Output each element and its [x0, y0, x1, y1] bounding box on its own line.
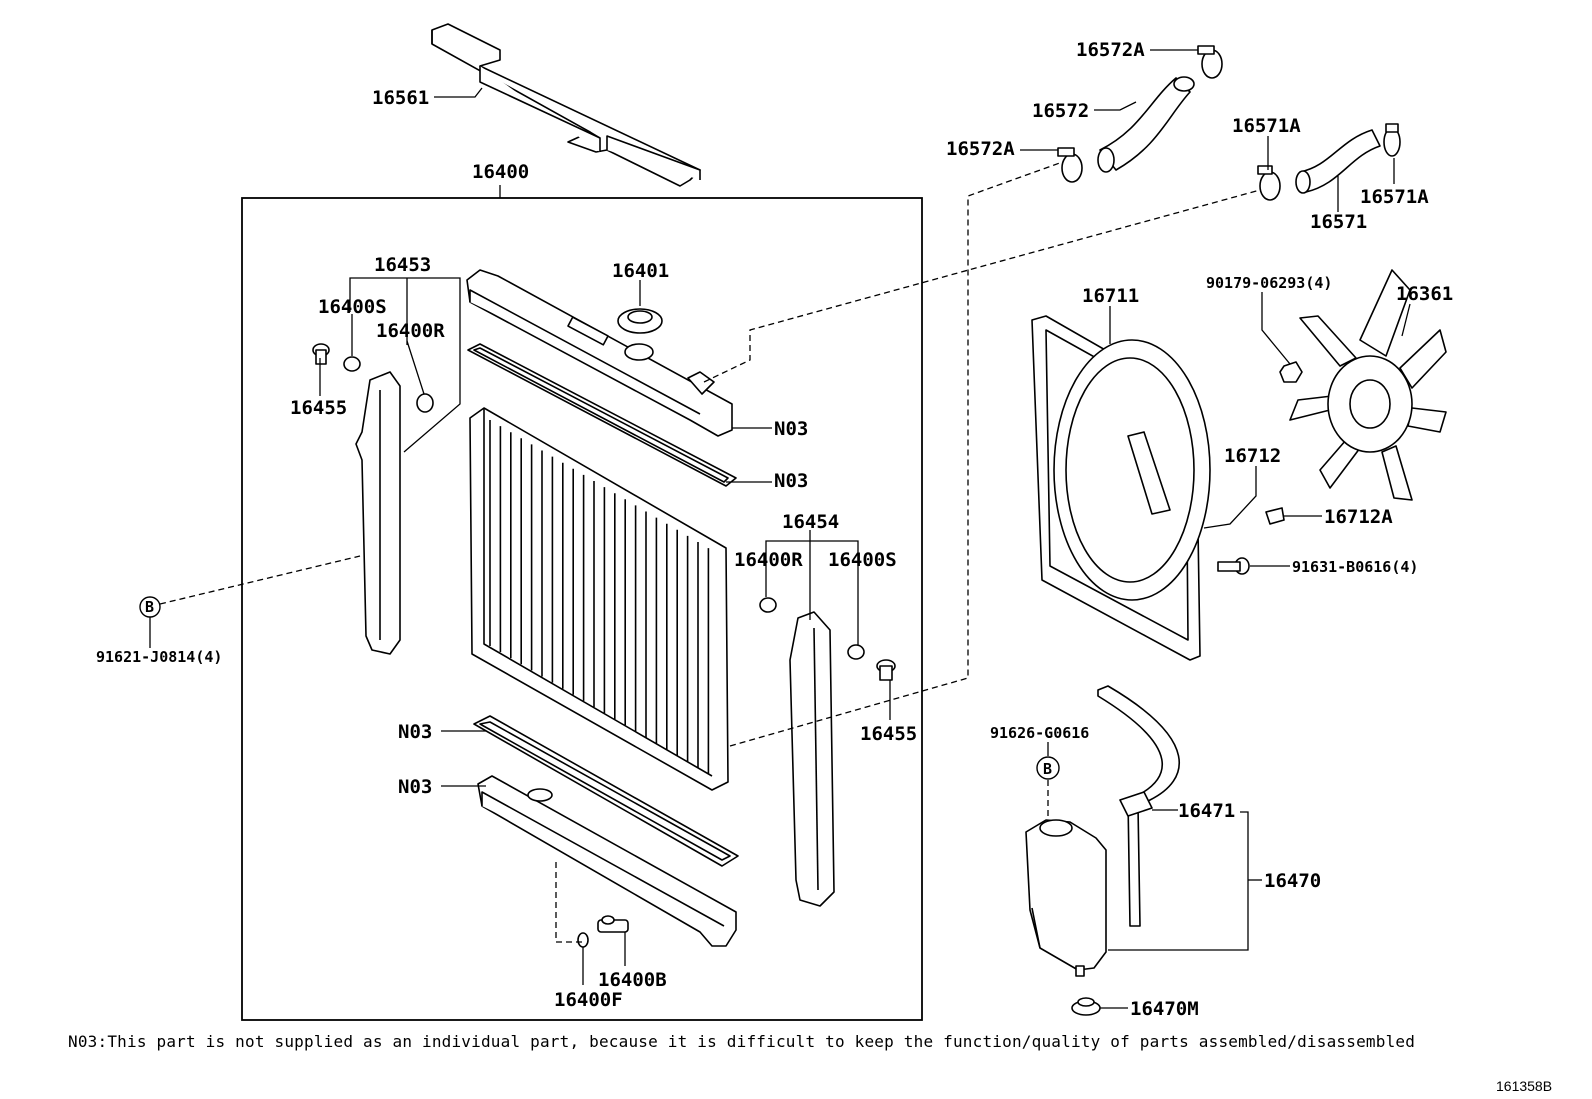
label-16561: 16561 — [372, 87, 429, 109]
label-91621: 91621-J0814(4) — [96, 648, 222, 666]
label-16455-left: 16455 — [290, 397, 347, 419]
o-ring-16400F — [577, 932, 589, 948]
label-16400R-right: 16400R — [734, 549, 803, 571]
upper-hose-16572 — [1097, 76, 1195, 173]
label-16572: 16572 — [1032, 100, 1089, 122]
clip-16712A — [1265, 507, 1285, 525]
clamp-16572A-left — [1057, 147, 1083, 183]
label-16470: 16470 — [1264, 870, 1321, 892]
cooling-fan-16361 — [1289, 269, 1447, 501]
clamp-16572A-top — [1197, 45, 1223, 79]
label-N03-upper-tank: N03 — [774, 418, 808, 440]
upper-gasket — [467, 343, 737, 487]
lower-tank — [477, 775, 737, 947]
label-16400: 16400 — [472, 161, 529, 183]
label-90179: 90179-06293(4) — [1206, 274, 1332, 292]
bolt-16455-left — [312, 343, 330, 365]
left-side-support — [355, 371, 401, 655]
label-16471: 16471 — [1178, 800, 1235, 822]
radiator-core — [469, 407, 729, 791]
lower-hose-16571 — [1295, 129, 1381, 194]
nut-90179 — [1279, 361, 1303, 383]
cushion-16400S-right — [847, 644, 865, 660]
label-16361: 16361 — [1396, 283, 1453, 305]
reservoir-tank — [1025, 819, 1107, 977]
label-16571A-top: 16571A — [1232, 115, 1301, 137]
label-16572A-top: 16572A — [1076, 39, 1145, 61]
label-N03-lower-gasket: N03 — [398, 721, 432, 743]
figure-id: 161358B — [1496, 1078, 1553, 1094]
clamp-16571A-right — [1383, 123, 1401, 157]
label-16400S-right: 16400S — [828, 549, 897, 571]
label-16712: 16712 — [1224, 445, 1281, 467]
label-16712A: 16712A — [1324, 506, 1393, 528]
label-91631: 91631-B0616(4) — [1292, 558, 1418, 576]
seal-bar-16561 — [431, 23, 701, 187]
assembly-frame-16400 — [241, 197, 923, 1021]
reference-b-right — [1036, 756, 1060, 780]
label-16454: 16454 — [782, 511, 839, 533]
label-16400S-left: 16400S — [318, 296, 387, 318]
label-16453: 16453 — [374, 254, 431, 276]
lower-gasket — [473, 715, 739, 867]
clamp-16571A-left — [1257, 165, 1281, 201]
label-16711: 16711 — [1082, 285, 1139, 307]
bolt-16455-right — [876, 659, 896, 681]
label-16571: 16571 — [1310, 211, 1367, 233]
label-16401: 16401 — [612, 260, 669, 282]
label-N03-upper-gasket: N03 — [774, 470, 808, 492]
cushion-16400R-left — [416, 393, 434, 413]
callout-b-right: B — [1043, 760, 1052, 778]
label-91626: 91626-G0616 — [990, 724, 1089, 742]
cap-16470M — [1071, 997, 1101, 1016]
label-16455-right: 16455 — [860, 723, 917, 745]
label-16571A-right: 16571A — [1360, 186, 1429, 208]
fan-shroud-16711 — [1031, 315, 1211, 661]
drain-cock-16400B — [597, 915, 629, 933]
reservoir-hose-16471 — [1097, 685, 1181, 927]
radiator-cap-16401 — [617, 308, 663, 334]
label-16400R-left: 16400R — [376, 320, 445, 342]
label-16572A-left: 16572A — [946, 138, 1015, 160]
label-16400F: 16400F — [554, 989, 623, 1011]
label-N03-lower-tank: N03 — [398, 776, 432, 798]
label-16400B: 16400B — [598, 969, 667, 991]
cushion-16400R-right — [759, 597, 777, 613]
footnote-n03: N03:This part is not supplied as an indi… — [68, 1032, 1416, 1051]
upper-tank — [466, 269, 733, 437]
callout-b-left: B — [145, 598, 154, 616]
right-side-support — [789, 611, 835, 907]
label-16470M: 16470M — [1130, 998, 1199, 1020]
cushion-16400S-left — [343, 356, 361, 372]
bolt-91631 — [1217, 557, 1250, 575]
